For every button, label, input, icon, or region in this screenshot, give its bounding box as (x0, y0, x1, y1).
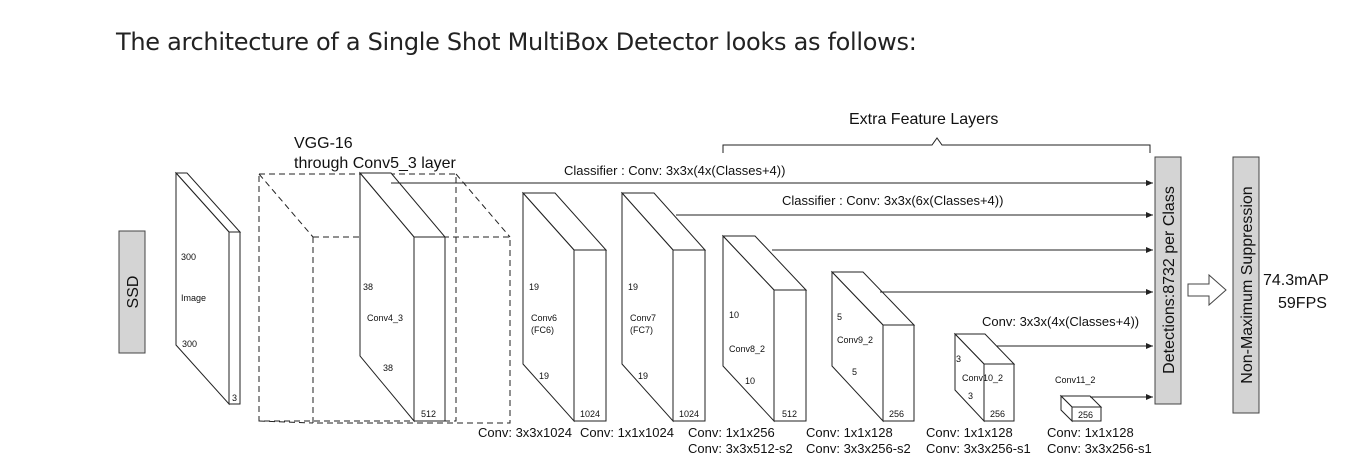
svg-text:38: 38 (383, 363, 393, 373)
classifier-3-label: Conv: 3x3x(4x(Classes+4)) (982, 314, 1139, 329)
ssd-box: SSD (118, 230, 146, 354)
ssd-label: SSD (125, 276, 142, 309)
svg-text:3: 3 (956, 354, 961, 364)
svg-text:3: 3 (968, 391, 973, 401)
svg-text:Conv: 3x3x256-s1: Conv: 3x3x256-s1 (926, 441, 1031, 456)
svg-text:10: 10 (745, 376, 755, 386)
svg-text:512: 512 (421, 409, 436, 419)
vgg-label-1: VGG-16 (294, 135, 353, 152)
svg-text:Conv8_2: Conv8_2 (729, 344, 765, 354)
svg-text:19: 19 (638, 371, 648, 381)
classifier-2-label: Classifier : Conv: 3x3x(6x(Classes+4)) (782, 193, 1003, 208)
nms-box: Non-Maximum Suppression (1232, 156, 1260, 414)
svg-text:Conv10_2: Conv10_2 (962, 373, 1003, 383)
svg-text:5: 5 (852, 367, 857, 377)
svg-text:(FC6): (FC6) (531, 325, 554, 335)
svg-text:Conv6: Conv6 (531, 313, 557, 323)
svg-text:Conv4_3: Conv4_3 (367, 313, 403, 323)
result-metrics: 74.3mAP 59FPS (1263, 272, 1329, 312)
page-title: The architecture of a Single Shot MultiB… (116, 28, 917, 56)
conv6-block: 19 Conv6 (FC6) 19 1024 (521, 191, 608, 423)
svg-text:1024: 1024 (580, 409, 600, 419)
svg-text:Conv9_2: Conv9_2 (837, 335, 873, 345)
extra-layers-label: Extra Feature Layers (849, 111, 998, 128)
svg-text:Conv: 1x1x128: Conv: 1x1x128 (806, 425, 893, 440)
svg-text:300: 300 (182, 339, 197, 349)
svg-text:512: 512 (782, 409, 797, 419)
svg-text:Conv7: Conv7 (630, 313, 656, 323)
svg-text:3: 3 (232, 393, 237, 403)
nms-label: Non-Maximum Suppression (1239, 186, 1256, 383)
svg-text:300: 300 (181, 252, 196, 262)
conv8-2-block: 10 Conv8_2 10 512 (721, 234, 808, 423)
image-block: 300 Image 300 3 (174, 171, 242, 406)
svg-text:38: 38 (363, 282, 373, 292)
conv7-block: 19 Conv7 (FC7) 19 1024 (620, 191, 707, 423)
classifier-1-label: Classifier : Conv: 3x3x(4x(Classes+4)) (564, 163, 785, 178)
conv10-2-block: 3 Conv10_2 3 256 (953, 332, 1016, 423)
conv-op-labels: Conv: 3x3x1024 Conv: 1x1x1024 Conv: 1x1x… (478, 425, 1152, 456)
result-map: 74.3mAP (1263, 272, 1329, 289)
vgg16-dashed-box: VGG-16 through Conv5_3 layer (258, 135, 511, 424)
svg-text:Conv: 3x3x1024: Conv: 3x3x1024 (478, 425, 572, 440)
svg-text:256: 256 (889, 409, 904, 419)
svg-text:19: 19 (628, 282, 638, 292)
svg-text:Conv: 1x1x128: Conv: 1x1x128 (926, 425, 1013, 440)
svg-text:10: 10 (729, 310, 739, 320)
conv11-2-block: 256 Conv11_2 (1055, 375, 1103, 423)
svg-text:Conv: 3x3x256-s2: Conv: 3x3x256-s2 (806, 441, 911, 456)
conv4-3-block: 38 Conv4_3 38 512 (358, 171, 447, 423)
svg-text:Conv: 1x1x1024: Conv: 1x1x1024 (580, 425, 674, 440)
svg-text:Conv: 1x1x256: Conv: 1x1x256 (688, 425, 775, 440)
svg-text:Conv: 1x1x128: Conv: 1x1x128 (1047, 425, 1134, 440)
detections-box: Detections:8732 per Class (1154, 156, 1182, 405)
classifier-arrows: Classifier : Conv: 3x3x(4x(Classes+4)) C… (391, 163, 1153, 400)
svg-text:Conv: 3x3x256-s1: Conv: 3x3x256-s1 (1047, 441, 1152, 456)
svg-text:1024: 1024 (679, 409, 699, 419)
svg-text:19: 19 (539, 371, 549, 381)
svg-text:Image: Image (181, 293, 206, 303)
svg-text:Conv11_2: Conv11_2 (1055, 375, 1095, 385)
svg-text:256: 256 (990, 409, 1005, 419)
extra-layers-bracket: Extra Feature Layers (722, 111, 1151, 153)
svg-text:Conv: 3x3x512-s2: Conv: 3x3x512-s2 (688, 441, 793, 456)
result-fps: 59FPS (1278, 295, 1327, 312)
hollow-arrow (1187, 273, 1227, 307)
conv9-2-block: 5 Conv9_2 5 256 (830, 270, 916, 423)
svg-text:5: 5 (837, 312, 842, 322)
detections-label: Detections:8732 per Class (1161, 186, 1178, 374)
svg-text:256: 256 (1078, 410, 1093, 420)
svg-text:(FC7): (FC7) (630, 325, 653, 335)
vgg-label-2: through Conv5_3 layer (294, 155, 457, 172)
svg-text:19: 19 (529, 282, 539, 292)
